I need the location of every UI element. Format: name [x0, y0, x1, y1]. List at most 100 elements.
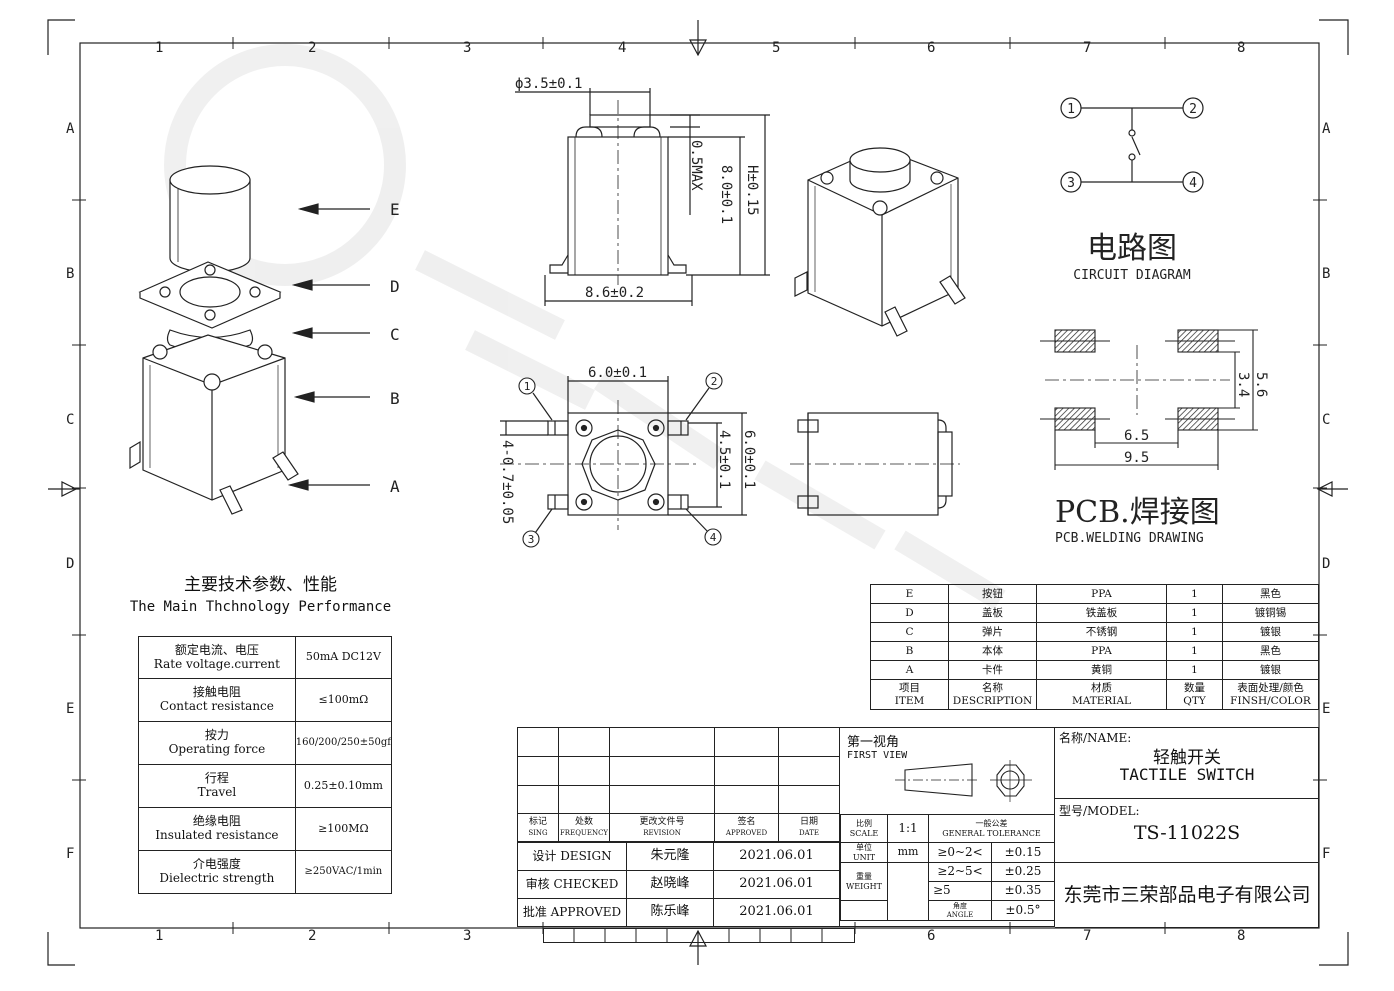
header-cn: 处数 — [574, 817, 593, 828]
tol-value: ±0.25 — [991, 862, 1055, 882]
header-cn: 名称 — [982, 682, 1003, 695]
row-label: D — [66, 556, 74, 572]
top-view-dims: 6.0±0.1 4.5±0.1 6.0±0.1 4-0.7±0.05 — [499, 365, 757, 524]
label-cn: 比例 — [856, 819, 872, 829]
performance-title-en: The Main Thchnology Performance — [129, 599, 392, 615]
param-en: Travel — [197, 785, 237, 799]
part-name-cn: 轻触开关 — [1153, 748, 1221, 768]
row-label: A — [1322, 121, 1331, 137]
param-en: Insulated resistance — [155, 828, 279, 842]
column-labels: 1 2 3 4 5 6 7 8 1 2 3 6 7 8 — [155, 40, 1245, 944]
bom-cell: 铁盖板 — [1036, 603, 1167, 623]
bom-cell: 1 — [1166, 641, 1223, 661]
dim-label: 6.5 — [1124, 428, 1149, 444]
bom-cell: 黑色 — [1222, 641, 1319, 661]
label-en: SCALE — [849, 828, 879, 838]
zone-ruler — [543, 928, 855, 943]
row-label: E — [66, 701, 74, 717]
label-cn: 重量 — [856, 872, 872, 882]
header-en: FREQUENCY — [559, 828, 609, 837]
row-label: F — [66, 846, 74, 862]
table-row: ≥5 ±0.35 — [841, 881, 1055, 901]
bom-cell: D — [870, 603, 949, 623]
tol-value: ±0.15 — [991, 842, 1055, 863]
col-label: 3 — [463, 40, 471, 56]
circuit-diagram — [1060, 97, 1204, 193]
header-cn: 材质 — [1091, 682, 1112, 695]
dim-label: 8.6±0.2 — [585, 285, 644, 301]
part-arrows — [287, 203, 370, 491]
col-label: 8 — [1237, 928, 1245, 944]
signoff-role: 批准 APPROVED — [517, 898, 627, 927]
bom-cell: 1 — [1166, 622, 1223, 642]
circuit-pin: 3 — [1067, 176, 1075, 191]
label-en: ANGLE — [946, 910, 974, 919]
circuit-pin: 4 — [1189, 176, 1197, 191]
param-value: 50mA DC12V — [294, 636, 393, 679]
bom-cell: 本体 — [948, 641, 1037, 661]
part-label: A — [390, 477, 400, 496]
signoff-table: 设计 DESIGN 朱元隆 2021.06.01 审核 CHECKED 赵晓峰 … — [517, 842, 840, 927]
row-label: B — [1322, 266, 1330, 282]
circuit-title-en: CIRCUIT DIAGRAM — [1073, 268, 1191, 283]
row-label: D — [1322, 556, 1330, 572]
table-row: E 按钮 PPA 1 黑色 — [870, 584, 1319, 604]
label-en: UNIT — [852, 852, 876, 862]
col-label: 7 — [1083, 40, 1091, 56]
row-label: C — [66, 412, 74, 428]
header-cn: 日期 — [799, 817, 818, 828]
bom-cell: 黄铜 — [1036, 660, 1167, 680]
pcb-layout — [1040, 329, 1258, 470]
col-label: 2 — [308, 928, 316, 944]
bom-cell: 1 — [1166, 660, 1223, 680]
col-label: 2 — [308, 40, 316, 56]
tol-range: ≥2~5< — [928, 862, 992, 882]
dim-label: 8.0±0.1 — [718, 165, 734, 224]
table-row: 设计 DESIGN 朱元隆 2021.06.01 — [517, 842, 840, 871]
table-row: C 弹片 不锈钢 1 镀银 — [870, 622, 1319, 642]
signoff-role: 审核 CHECKED — [517, 870, 627, 899]
label-en: GENERAL TOLERANCE — [942, 828, 1041, 838]
pcb-dims: 5.6 3.4 6.5 9.5 — [1124, 372, 1269, 466]
circuit-pin: 1 — [1067, 102, 1075, 117]
param-en: Rate voltage.current — [153, 656, 280, 671]
name-label: 名称/NAME: — [1059, 731, 1132, 745]
table-row: 批准 APPROVED 陈乐峰 2021.06.01 — [517, 898, 840, 927]
circuit-title-cn: 电路图 — [1087, 231, 1177, 266]
bom-cell: 1 — [1166, 603, 1223, 623]
dim-label: 4.5±0.1 — [716, 430, 732, 489]
param-value: 160/200/250±50gf — [294, 721, 393, 765]
part-label: B — [390, 389, 400, 408]
row-label: F — [1322, 846, 1330, 862]
param-cn: 行程 — [204, 771, 229, 786]
view-title-en: FIRST VIEW — [847, 750, 908, 761]
header-en: REVISION — [643, 828, 681, 837]
header-cn: 更改文件号 — [639, 817, 685, 828]
header-cn: 表面处理/颜色 — [1237, 682, 1304, 695]
bom-table: E 按钮 PPA 1 黑色 D 盖板 铁盖板 1 镀铜锡 C 弹片 不锈钢 1 … — [870, 584, 1319, 710]
param-value: ≤100mΩ — [294, 678, 393, 722]
row-labels: A B C D E F A B C D E F — [66, 121, 1331, 862]
table-row: A 卡件 黄铜 1 镀银 — [870, 660, 1319, 680]
label-cn: 单位 — [856, 843, 872, 853]
signoff-date: 2021.06.01 — [713, 870, 840, 899]
param-cn: 额定电流、电压 — [174, 642, 259, 657]
bom-cell: PPA — [1036, 641, 1167, 661]
isometric-view — [794, 147, 966, 337]
bom-cell: E — [870, 584, 949, 604]
pin-label: 4 — [710, 531, 717, 544]
dim-label: 3.4 — [1235, 372, 1251, 397]
tol-range: ≥0~2< — [928, 842, 992, 863]
bom-cell: 黑色 — [1222, 584, 1319, 604]
dim-label: 5.6 — [1253, 372, 1269, 397]
param-en: Contact resistance — [159, 699, 274, 713]
unit-value: mm — [887, 842, 929, 863]
pin-callouts — [518, 372, 723, 548]
col-label: 1 — [155, 928, 163, 944]
